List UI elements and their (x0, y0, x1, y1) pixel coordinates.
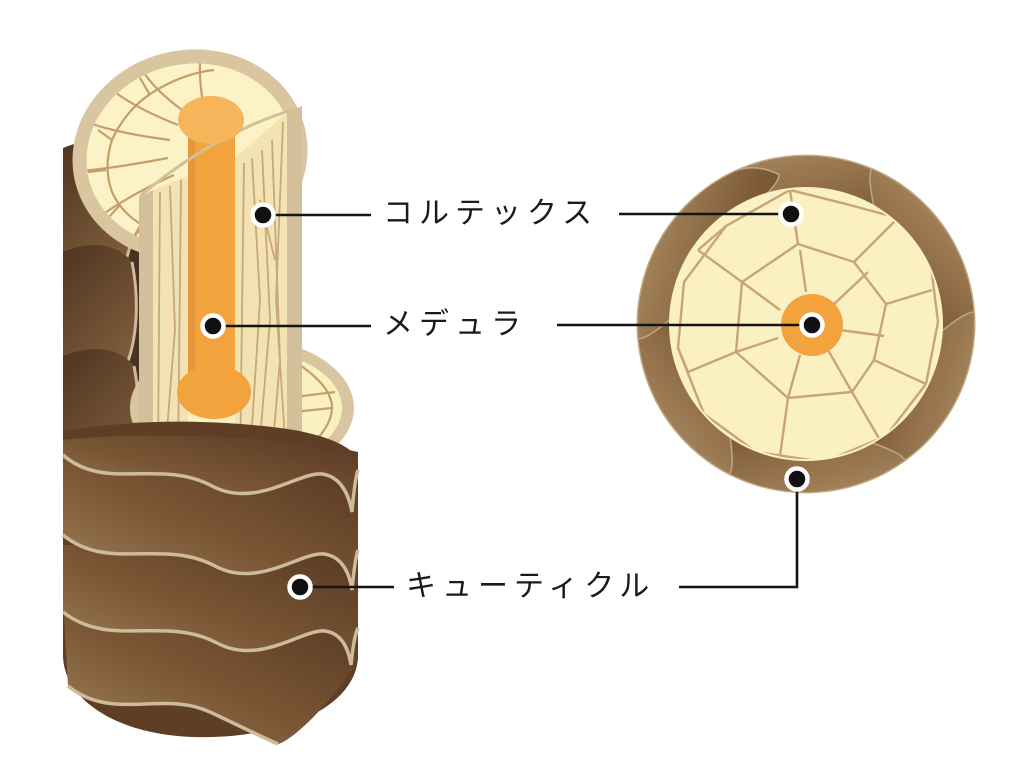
cortex-fibers-left (157, 179, 182, 463)
medulla-bottom-cap (177, 365, 251, 419)
medulla-top-cap (178, 96, 244, 144)
label-medulla: メデュラ (383, 307, 527, 342)
marker-dots (200, 201, 825, 600)
label-cortex: コルテックス (383, 196, 599, 231)
medulla-marker-dot-right (799, 312, 825, 338)
shaft-cut-faces (139, 96, 302, 473)
leader-lines (225, 212, 800, 589)
cortex-marker-dot-left (250, 202, 276, 228)
label-cuticle: キューティクル (406, 569, 656, 604)
cuticle-marker-dot-left (287, 574, 313, 600)
cortex-marker-dot-right (778, 201, 804, 227)
cuticle-marker-dot-right (784, 466, 810, 492)
medulla-column (188, 120, 235, 398)
cuticle-leader-right (679, 491, 799, 589)
medulla-marker-dot-left (200, 313, 226, 339)
cuticle-scales-shaft (61, 421, 360, 746)
hair-shaft-illustration (61, 47, 360, 746)
